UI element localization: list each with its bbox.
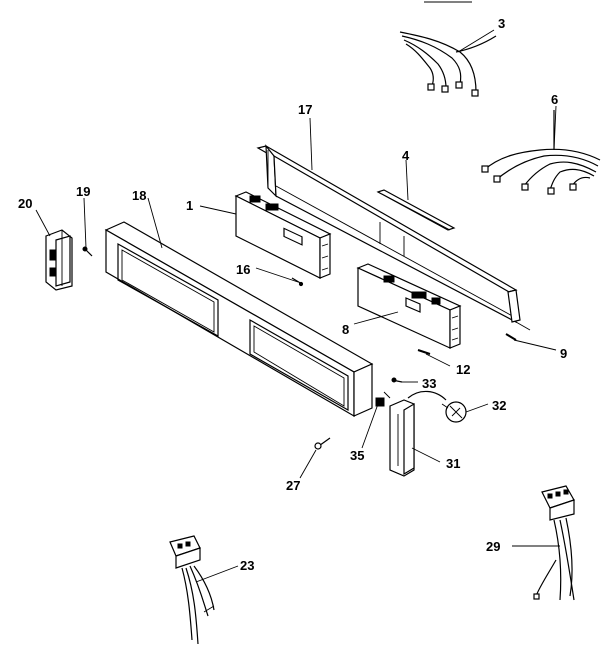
- part-27-screw: [314, 437, 331, 450]
- part-17-mounting-channel: [256, 144, 531, 331]
- callout-1: 1: [186, 198, 193, 213]
- callout-3: 3: [498, 16, 505, 31]
- callout-12: 12: [456, 362, 470, 377]
- part-18-front-panel: [104, 221, 374, 418]
- callout-27: 27: [286, 478, 300, 493]
- part-1-control-module: [234, 191, 332, 279]
- callout-23: 23: [240, 558, 254, 573]
- part-20-bracket: [45, 229, 73, 291]
- callout-18: 18: [132, 188, 146, 203]
- part-8-control-module: [356, 263, 462, 349]
- callout-32: 32: [492, 398, 506, 413]
- callout-29: 29: [486, 539, 500, 554]
- callout-16: 16: [236, 262, 250, 277]
- part-31-switch-bracket: [389, 399, 415, 477]
- leader-lines: [35, 29, 560, 583]
- part-32-switch: [407, 390, 467, 423]
- callout-17: 17: [298, 102, 312, 117]
- callout-8: 8: [342, 322, 349, 337]
- callout-9: 9: [560, 346, 567, 361]
- part-9-screw: [505, 333, 517, 341]
- callout-4: 4: [402, 148, 410, 163]
- callout-20: 20: [18, 196, 32, 211]
- callout-6: 6: [551, 92, 558, 107]
- part-6-wire-harness: [481, 110, 601, 195]
- callout-31: 31: [446, 456, 460, 471]
- part-16-screw: [291, 277, 304, 287]
- part-3-wire-harness: [399, 31, 497, 97]
- part-29-connector-harness: [533, 485, 575, 601]
- callout-33: 33: [422, 376, 436, 391]
- part-4-trim-strip: [376, 189, 456, 231]
- part-35-clip: [375, 391, 391, 407]
- callout-35: 35: [350, 448, 364, 463]
- part-23-connector-harness: [169, 535, 215, 645]
- callout-19: 19: [76, 184, 90, 199]
- part-19-screw: [82, 246, 93, 257]
- part-33-screw: [391, 377, 403, 383]
- part-12-screw: [417, 349, 431, 355]
